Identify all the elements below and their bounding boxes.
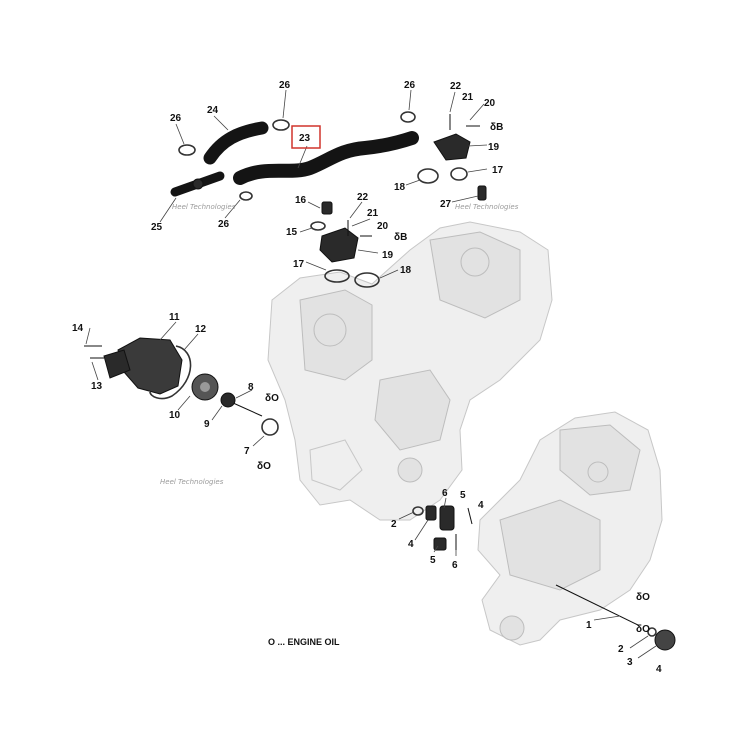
callout-23: 23 bbox=[299, 133, 311, 144]
callout-18: 18 bbox=[400, 265, 412, 276]
callout-22: 22 bbox=[450, 81, 462, 92]
hose-clamps bbox=[178, 111, 416, 201]
callout-engine-oil-o: δO bbox=[636, 624, 650, 635]
callout-22: 22 bbox=[357, 192, 369, 203]
callout-20: 20 bbox=[377, 221, 389, 232]
callout-8: 8 bbox=[248, 382, 254, 393]
engine-block-illustration bbox=[267, 221, 553, 521]
callout-26: 26 bbox=[170, 113, 182, 124]
engine-oil-legend: O ... ENGINE OIL bbox=[268, 637, 340, 647]
callout-26: 26 bbox=[218, 219, 230, 230]
fittings bbox=[310, 114, 487, 288]
hose-24 bbox=[203, 121, 269, 165]
watermark-2: Heel Technologies bbox=[455, 203, 519, 211]
water-pump-assembly bbox=[84, 337, 279, 436]
callout-17: 17 bbox=[492, 165, 504, 176]
highlight-box-23 bbox=[291, 125, 321, 149]
callout-5: 5 bbox=[430, 555, 436, 566]
callout-engine-oil-b: δB bbox=[490, 122, 503, 133]
callout-27: 27 bbox=[440, 199, 452, 210]
callout-2: 2 bbox=[618, 644, 624, 655]
watermark-1: Heel Technologies bbox=[172, 203, 236, 211]
callout-14: 14 bbox=[72, 323, 84, 334]
callout-21: 21 bbox=[462, 92, 474, 103]
callout-17: 17 bbox=[293, 259, 305, 270]
callout-11: 11 bbox=[169, 312, 180, 323]
callout-15: 15 bbox=[286, 227, 298, 238]
callout-16: 16 bbox=[295, 195, 307, 206]
callout-26: 26 bbox=[404, 80, 416, 91]
callout-engine-oil-b: δB bbox=[394, 232, 407, 243]
callout-6: 6 bbox=[442, 488, 448, 499]
callout-4: 4 bbox=[408, 539, 414, 550]
callout-5: 5 bbox=[460, 490, 466, 501]
callout-19: 19 bbox=[382, 250, 394, 261]
callout-engine-oil-o: δO bbox=[265, 393, 279, 404]
callout-12: 12 bbox=[195, 324, 207, 335]
crankcase-illustration bbox=[477, 411, 663, 646]
callout-9: 9 bbox=[204, 419, 210, 430]
callout-26: 26 bbox=[279, 80, 291, 91]
callout-engine-oil-o: δO bbox=[636, 592, 650, 603]
callout-19: 19 bbox=[488, 142, 500, 153]
callout-3: 3 bbox=[627, 657, 633, 668]
callout-10: 10 bbox=[169, 410, 181, 421]
callout-6: 6 bbox=[452, 560, 458, 571]
callout-2: 2 bbox=[391, 519, 397, 530]
callout-24: 24 bbox=[207, 105, 219, 116]
watermark-3: Heel Technologies bbox=[160, 478, 224, 486]
callout-7: 7 bbox=[244, 446, 250, 457]
callout-labels: 24 26 26 26 23 25 26 22 21 20 δB 19 17 1… bbox=[72, 80, 662, 675]
callout-engine-oil-o: δO bbox=[257, 461, 271, 472]
hose-23 bbox=[233, 131, 419, 185]
leader-lines bbox=[85, 89, 657, 659]
callout-25: 25 bbox=[151, 222, 163, 233]
callout-18: 18 bbox=[394, 182, 406, 193]
callout-4: 4 bbox=[478, 500, 484, 511]
coolant-hoses bbox=[170, 121, 419, 197]
callout-13: 13 bbox=[91, 381, 103, 392]
callout-1: 1 bbox=[586, 620, 592, 631]
callout-21: 21 bbox=[367, 208, 379, 219]
crankcase-small-parts bbox=[412, 505, 676, 651]
callout-20: 20 bbox=[484, 98, 496, 109]
callout-4: 4 bbox=[656, 664, 662, 675]
